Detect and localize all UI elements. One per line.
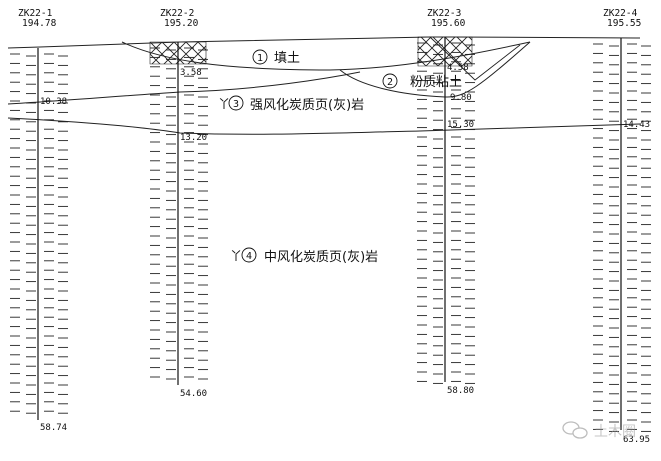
depth-label: 13.20 xyxy=(180,133,207,143)
layer-1-name: 填土 xyxy=(274,51,300,66)
bottom-depth-label: 63.95 xyxy=(623,435,650,445)
layer-4-name: 中风化炭质页(灰)岩 xyxy=(264,250,378,265)
layer-4-num-glyph: 4 xyxy=(246,251,252,262)
layer-2-num-glyph: 2 xyxy=(387,77,393,88)
layer-label-3: 丫 3 ③ 强风化炭质页(灰)岩 xyxy=(218,95,364,113)
borehole-id: ZK22-1 xyxy=(18,8,53,19)
depth-label: 14.43 xyxy=(623,120,650,130)
boreholes: ZK22-1194.7810.3858.74ZK22-2195.203.5813… xyxy=(10,8,651,445)
watermark-text: 土木圈 xyxy=(594,424,636,440)
layer-3-name: 强风化炭质页(灰)岩 xyxy=(250,98,364,113)
borehole-id: ZK22-2 xyxy=(160,8,194,19)
bottom-depth-label: 54.60 xyxy=(180,389,207,399)
bottom-depth-label: 58.80 xyxy=(447,386,474,396)
layer-2-name: 粉质粘土 xyxy=(410,75,462,90)
layer-3-prefix: 丫 xyxy=(218,97,230,111)
ground-surface-line xyxy=(7,36,641,49)
depth-label: 9.80 xyxy=(450,93,472,103)
layer-1-num-glyph: 1 xyxy=(257,53,263,64)
borehole-elevation: 195.55 xyxy=(607,18,641,29)
borehole-id: ZK22-4 xyxy=(603,8,638,19)
layer-label-4: 丫 4 ④ 中风化炭质页(灰)岩 xyxy=(230,247,378,265)
layer-3-num-glyph: 3 xyxy=(233,99,239,110)
borehole-elevation: 195.60 xyxy=(431,18,466,29)
depth-label: 3.58 xyxy=(180,68,202,78)
borehole-elevation: 194.78 xyxy=(22,18,57,29)
layer-4-prefix: 丫 xyxy=(230,249,242,263)
borehole-elevation: 195.20 xyxy=(164,18,199,29)
layer-4-top-boundary xyxy=(7,117,641,135)
layer-3-top-boundary xyxy=(7,71,361,105)
depth-label: 10.38 xyxy=(40,97,67,107)
bottom-depth-label: 58.74 xyxy=(40,423,67,433)
depth-label: 15.30 xyxy=(447,120,474,130)
borehole-id: ZK22-3 xyxy=(427,8,461,19)
watermark: 土木圈 xyxy=(562,421,636,440)
depth-label: 4.58 xyxy=(447,63,469,73)
wechat-icon xyxy=(562,421,588,439)
layer-label-2: 2 ② 粉质粘土 xyxy=(382,73,462,90)
layer-label-1: ① 填土 1 xyxy=(252,49,300,66)
